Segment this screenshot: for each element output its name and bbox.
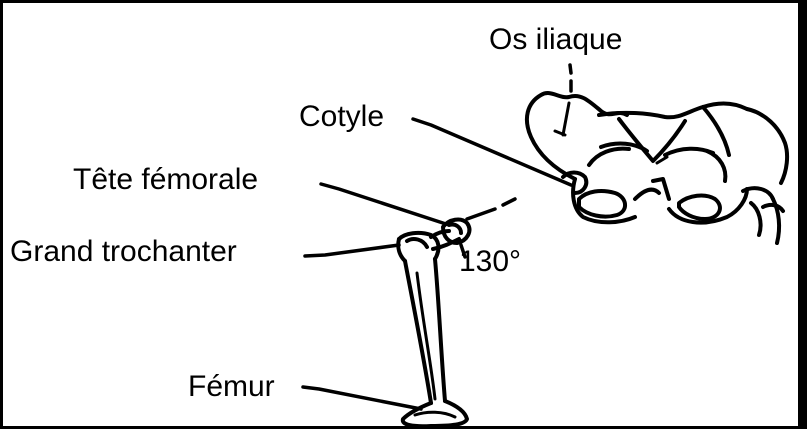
anatomy-drawing [3,3,807,432]
angle-line [467,199,515,219]
label-femur: Fémur [188,372,275,402]
pelvis-drawing [527,93,787,243]
label-tete-femorale: Tête fémorale [73,165,258,195]
leader-os-iliaque [570,65,571,91]
leader-tete-femorale [321,184,449,225]
leader-cotyle [413,119,571,185]
label-grand-trochanter: Grand trochanter [10,237,237,267]
leader-femur [303,387,421,409]
label-cotyle: Cotyle [299,102,384,132]
label-angle: 130° [459,247,521,277]
leader-grand-trochanter [305,245,399,256]
label-os-iliaque: Os iliaque [489,25,622,55]
